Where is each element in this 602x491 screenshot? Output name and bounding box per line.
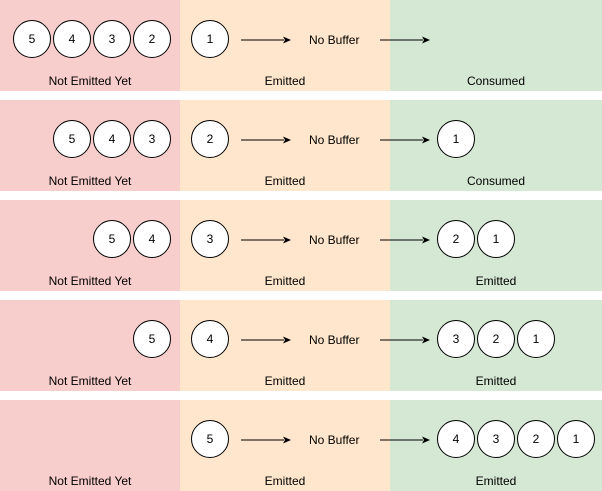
no-buffer-label: No Buffer bbox=[309, 233, 360, 247]
emitted-label: Emitted bbox=[264, 374, 306, 388]
arrow-to-no-buffer bbox=[241, 136, 291, 144]
right-zone-label: Emitted bbox=[475, 374, 517, 388]
consumed-item-circle: 2 bbox=[437, 220, 475, 258]
flow-arrows bbox=[241, 236, 430, 244]
flow-arrows bbox=[241, 436, 430, 444]
pending-item-circle: 3 bbox=[93, 20, 131, 58]
arrow-to-consumer bbox=[380, 436, 430, 444]
right-zone-label: Emitted bbox=[475, 474, 517, 488]
consumed-item-circle: 1 bbox=[517, 320, 555, 358]
consumed-item-circle: 4 bbox=[437, 420, 475, 458]
pending-item-circle: 5 bbox=[133, 320, 171, 358]
arrow-to-consumer bbox=[380, 236, 430, 244]
consumed-item-circle: 2 bbox=[477, 320, 515, 358]
arrow-to-consumer bbox=[380, 336, 430, 344]
pending-item-circle: 5 bbox=[13, 20, 51, 58]
flow-arrows bbox=[241, 36, 430, 44]
not-emitted-label: Not Emitted Yet bbox=[48, 174, 132, 188]
flow-arrows bbox=[241, 136, 430, 144]
emitted-label: Emitted bbox=[264, 74, 306, 88]
emitted-item-circle: 2 bbox=[191, 120, 229, 158]
pending-item-circle: 3 bbox=[133, 120, 171, 158]
emitted-item-circle: 4 bbox=[191, 320, 229, 358]
no-buffer-label: No Buffer bbox=[309, 133, 360, 147]
consumed-item-circle: 1 bbox=[557, 420, 595, 458]
not-emitted-zone: Not Emitted Yet bbox=[0, 400, 180, 491]
stage-row: Not Emitted Yet Emitted Emitted 5 No Buffer 4… bbox=[0, 400, 602, 491]
not-emitted-zone: Not Emitted Yet bbox=[0, 200, 180, 291]
emitted-label: Emitted bbox=[264, 474, 306, 488]
not-emitted-label: Not Emitted Yet bbox=[48, 274, 132, 288]
no-buffer-label: No Buffer bbox=[309, 33, 360, 47]
no-buffer-label: No Buffer bbox=[309, 433, 360, 447]
pending-item-circle: 5 bbox=[53, 120, 91, 158]
arrow-to-no-buffer bbox=[241, 236, 291, 244]
consumed-item-circle: 1 bbox=[437, 120, 475, 158]
consumed-zone: Consumed bbox=[390, 100, 602, 191]
emitted-item-circle: 3 bbox=[191, 220, 229, 258]
right-zone-label: Consumed bbox=[466, 74, 526, 88]
consumed-item-circle: 2 bbox=[517, 420, 555, 458]
arrow-to-no-buffer bbox=[241, 36, 291, 44]
not-emitted-label: Not Emitted Yet bbox=[48, 74, 132, 88]
consumed-item-circle: 1 bbox=[477, 220, 515, 258]
flow-arrows bbox=[241, 336, 430, 344]
consumed-zone: Consumed bbox=[390, 0, 602, 91]
right-zone-label: Emitted bbox=[475, 274, 517, 288]
pending-item-circle: 4 bbox=[53, 20, 91, 58]
arrow-to-consumer bbox=[380, 136, 430, 144]
pending-item-circle: 5 bbox=[93, 220, 131, 258]
arrow-to-no-buffer bbox=[241, 336, 291, 344]
emitted-item-circle: 1 bbox=[191, 20, 229, 58]
not-emitted-label: Not Emitted Yet bbox=[48, 474, 132, 488]
pending-item-circle: 4 bbox=[133, 220, 171, 258]
consumed-item-circle: 3 bbox=[477, 420, 515, 458]
emitted-label: Emitted bbox=[264, 274, 306, 288]
arrow-to-no-buffer bbox=[241, 436, 291, 444]
emitted-label: Emitted bbox=[264, 174, 306, 188]
pending-item-circle: 2 bbox=[133, 20, 171, 58]
consumed-item-circle: 3 bbox=[437, 320, 475, 358]
pending-item-circle: 4 bbox=[93, 120, 131, 158]
right-zone-label: Consumed bbox=[466, 174, 526, 188]
no-buffer-label: No Buffer bbox=[309, 333, 360, 347]
arrow-to-consumer bbox=[380, 36, 430, 44]
emitted-item-circle: 5 bbox=[191, 420, 229, 458]
not-emitted-label: Not Emitted Yet bbox=[48, 374, 132, 388]
